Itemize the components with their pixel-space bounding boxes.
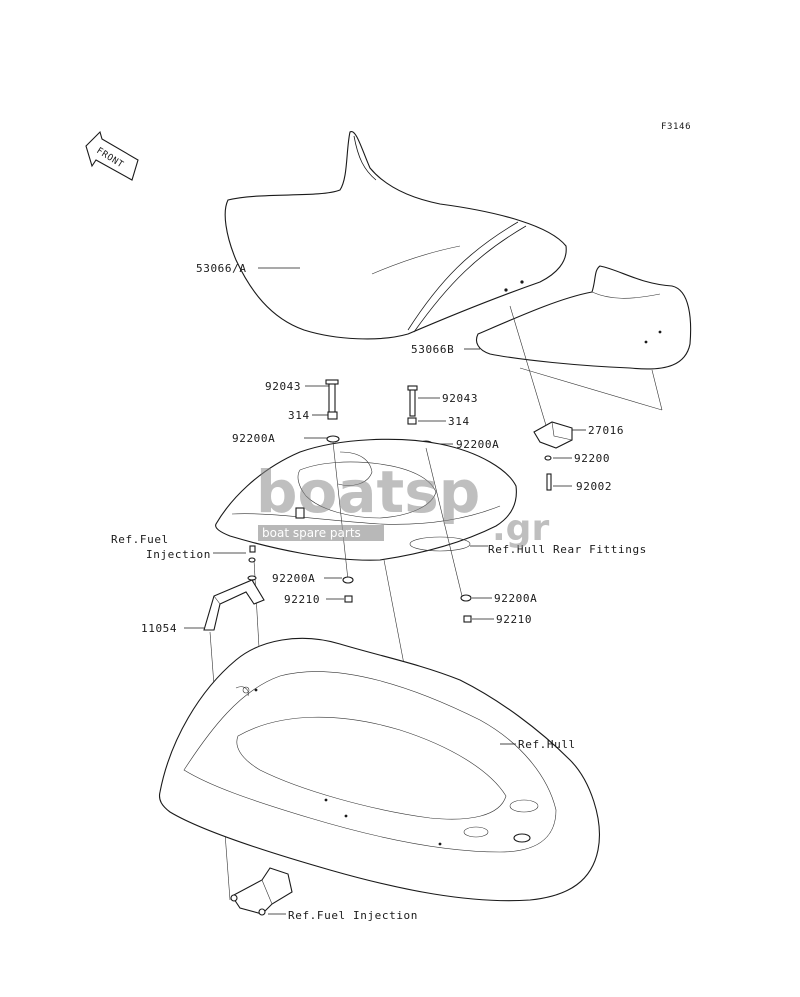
watermark-tagline: boat spare parts (262, 526, 361, 540)
part-label-11054: 11054 (141, 622, 177, 635)
rear-seat (475, 265, 692, 370)
part-label-92200: 92200 (574, 452, 610, 465)
part-label-53066a: 53066/A (196, 262, 247, 275)
part-label-92002: 92002 (576, 480, 612, 493)
part-label-92043-right: 92043 (442, 392, 478, 405)
watermark-brand: boatsp (256, 458, 480, 526)
part-label-92043-left: 92043 (265, 380, 301, 393)
figure-code: F3146 (661, 122, 691, 132)
part-label-92210-lower-right: 92210 (496, 613, 532, 626)
bracket-11054 (203, 579, 265, 631)
part-label-27016: 27016 (588, 424, 624, 437)
part-label-92210-lower-mid: 92210 (284, 593, 320, 606)
ref-label-fuel-injection-bottom: Ref.Fuel Injection (288, 909, 418, 922)
bracket-27016 (533, 421, 573, 449)
part-label-314-right: 314 (448, 415, 470, 428)
front-seat (224, 131, 567, 340)
fastener-stack-right (407, 385, 433, 448)
watermark-tld: .gr (492, 508, 549, 549)
part-label-92200a-lower-mid: 92200A (272, 572, 315, 585)
fuel-injection-bracket-lower (230, 867, 293, 916)
part-label-92200a-lower-right: 92200A (494, 592, 537, 605)
ref-label-hull: Ref.Hull (518, 738, 576, 751)
part-label-92200a-left: 92200A (232, 432, 275, 445)
ref-label-fuel-line1: Ref.Fuel (111, 533, 169, 546)
front-arrow-icon: FRONT (85, 130, 139, 181)
ref-label-hull-rear-fittings: Ref.Hull Rear Fittings (488, 543, 647, 556)
part-label-314-left: 314 (288, 409, 310, 422)
fastener-stack-left (325, 379, 340, 443)
ref-label-fuel-line2: Injection (146, 548, 211, 561)
part-label-92200a-right: 92200A (456, 438, 499, 451)
hull (158, 637, 600, 902)
watermark: boatsp .gr boat spare parts (256, 458, 549, 549)
part-label-53066b: 53066B (411, 343, 454, 356)
